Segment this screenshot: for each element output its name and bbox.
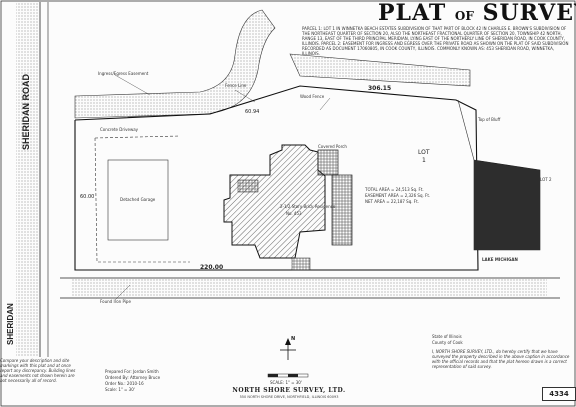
title-main: PLAT (378, 0, 447, 26)
sheridan-road-band (16, 2, 38, 357)
lot-label: LOT (418, 149, 430, 156)
main-residence (223, 144, 326, 259)
detached-garage-outline (107, 159, 169, 241)
area-net: NET AREA = 22,187 Sq. Ft. (365, 199, 419, 204)
dim-curve: 60.94 (245, 109, 260, 115)
sheridan-road-label: SHERIDAN ROAD (21, 73, 31, 150)
compass-north: N (291, 336, 296, 342)
easement-label: Ingress/Egress Easement (98, 71, 149, 76)
scale-label: Scale: (105, 387, 118, 392)
private-road (74, 9, 276, 119)
covered-porch (317, 149, 339, 176)
surveyor-certificate: I, NORTH SHORE SURVEY, LTD., do hereby c… (432, 349, 570, 369)
sheridan-road-label-lower: SHERIDAN (6, 303, 15, 345)
prepared-for-value: Jordan Smith (133, 369, 159, 374)
company-name: NORTH SHORE SURVEY, LTD. (232, 387, 346, 394)
lake-label: LAKE MICHIGAN (482, 257, 518, 262)
north-arrow (280, 338, 296, 360)
title-survey: SURVEY (482, 0, 576, 26)
dim-north: 306.15 (368, 85, 392, 92)
garage-label: Detached Garage (120, 197, 156, 202)
ordered-by-value: Attorney Bruce (130, 375, 161, 380)
company-address: 550 NORTH SHORE DRIVE, NORTHFIELD, ILLIN… (239, 395, 339, 399)
bluff-label: Top of Bluff (478, 117, 501, 122)
building-number: No. 453 (286, 211, 302, 216)
drawing-number: 4334 (542, 387, 576, 401)
state-label: State of Illinois (432, 334, 462, 339)
scale-text: SCALE: 1" = 30' (270, 380, 302, 385)
county-label: County of Cook (432, 340, 463, 345)
title-of: OF (454, 9, 474, 23)
prepared-for-label: Prepared For: (105, 369, 132, 374)
scale-value: 1" = 30' (118, 387, 135, 392)
lot-boundary (74, 85, 479, 271)
wood-fence-label: Wood Fence (300, 94, 325, 99)
dim-west: 60.00 (80, 194, 95, 200)
lot-2-label: LOT 2 (540, 177, 552, 182)
legal-description: PARCEL 1: LOT 1 IN WINNETKA BEACH ESTATE… (302, 26, 569, 56)
prepared-block: Prepared For: Jordan Smith Ordered By: A… (105, 369, 225, 393)
sheridan-road-lower-band (72, 279, 547, 297)
plat-title: PLAT OF SURVEY (378, 2, 576, 24)
order-no-label: Order No.: (105, 381, 126, 386)
survey-notes: Compare your description and site markin… (0, 358, 76, 383)
area-total: TOTAL AREA = 24,513 Sq. Ft. (365, 187, 424, 192)
order-no-value: 2010-16 (126, 381, 144, 386)
terrace (331, 174, 353, 246)
ordered-by-label: Ordered By: (105, 375, 129, 380)
building-label: 2-1/2 Story Brick Residence (280, 204, 336, 209)
dim-south: 220.00 (200, 264, 224, 271)
fence-line-label: Fence Line (225, 83, 247, 88)
bluff-area (473, 159, 541, 251)
iron-pipe-label: Found Iron Pipe (100, 299, 131, 304)
fence-west (94, 137, 190, 263)
lot-number: 1 (422, 157, 426, 164)
road-east-extension (289, 53, 471, 87)
driveway-label: Concrete Driveway (100, 127, 139, 132)
area-easement: EASEMENT AREA = 2,326 Sq. Ft. (365, 193, 431, 198)
porch-label: Covered Porch (318, 144, 347, 149)
